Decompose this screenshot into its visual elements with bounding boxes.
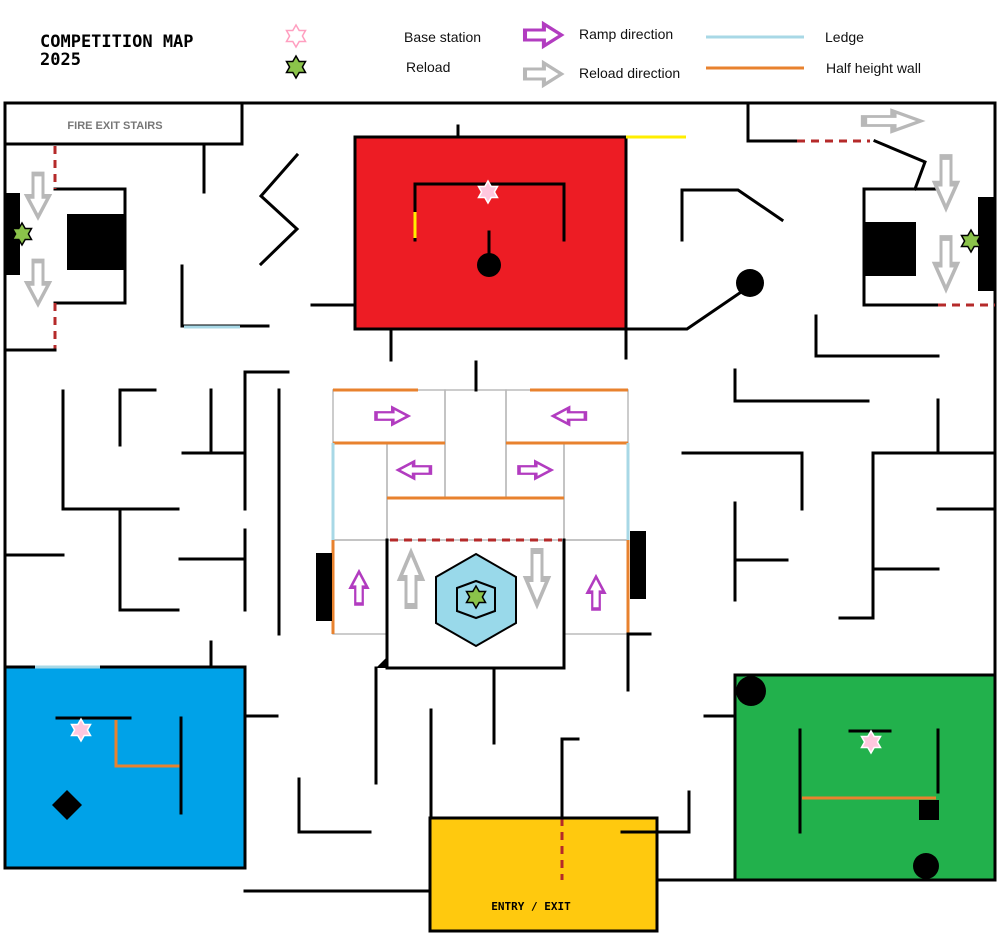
blue-zone xyxy=(3,665,247,870)
left-reload-bay xyxy=(3,146,127,352)
right-reload-station-icon xyxy=(960,229,982,253)
entry-exit-label: ENTRY / EXIT xyxy=(491,900,571,913)
legend-reload-direction-label: Reload direction xyxy=(579,65,680,81)
red-zone-pillar xyxy=(477,253,501,277)
green-zone xyxy=(733,673,997,882)
ramp-direction-legend-icon xyxy=(525,24,561,46)
legend-base-station-label: Base station xyxy=(404,29,481,45)
green-zone-pillar-top xyxy=(736,676,766,706)
green-zone-pillar-bottom xyxy=(913,853,939,879)
reload-direction-legend-icon xyxy=(525,63,561,85)
fire-exit-label: FIRE EXIT STAIRS xyxy=(67,120,162,132)
right-reload-bay xyxy=(746,101,995,307)
base-station-legend-icon xyxy=(285,24,307,48)
entry-exit-zone: ENTRY / EXIT xyxy=(428,816,659,933)
legend-reload-label: Reload xyxy=(406,59,450,75)
center-ramp-complex xyxy=(316,388,646,670)
map-title: COMPETITION MAP 2025 xyxy=(40,32,194,70)
title-line-1: COMPETITION MAP xyxy=(40,32,194,52)
legend-half-height-wall-label: Half height wall xyxy=(826,60,921,76)
fire-exit-stairs: FIRE EXIT STAIRS xyxy=(3,101,244,146)
title-line-2: 2025 xyxy=(40,50,81,70)
maze-walls xyxy=(3,124,997,834)
legend-ledge-label: Ledge xyxy=(825,29,864,45)
legend-ramp-direction-label: Ramp direction xyxy=(579,26,673,42)
right-pillar xyxy=(736,269,764,297)
green-zone-block xyxy=(919,800,939,820)
reload-legend-icon xyxy=(285,55,307,79)
legend: Base station Reload Ramp direction Reloa… xyxy=(285,24,921,85)
blue-zone-diamond-obstacle xyxy=(52,790,82,820)
red-zone xyxy=(353,135,628,331)
